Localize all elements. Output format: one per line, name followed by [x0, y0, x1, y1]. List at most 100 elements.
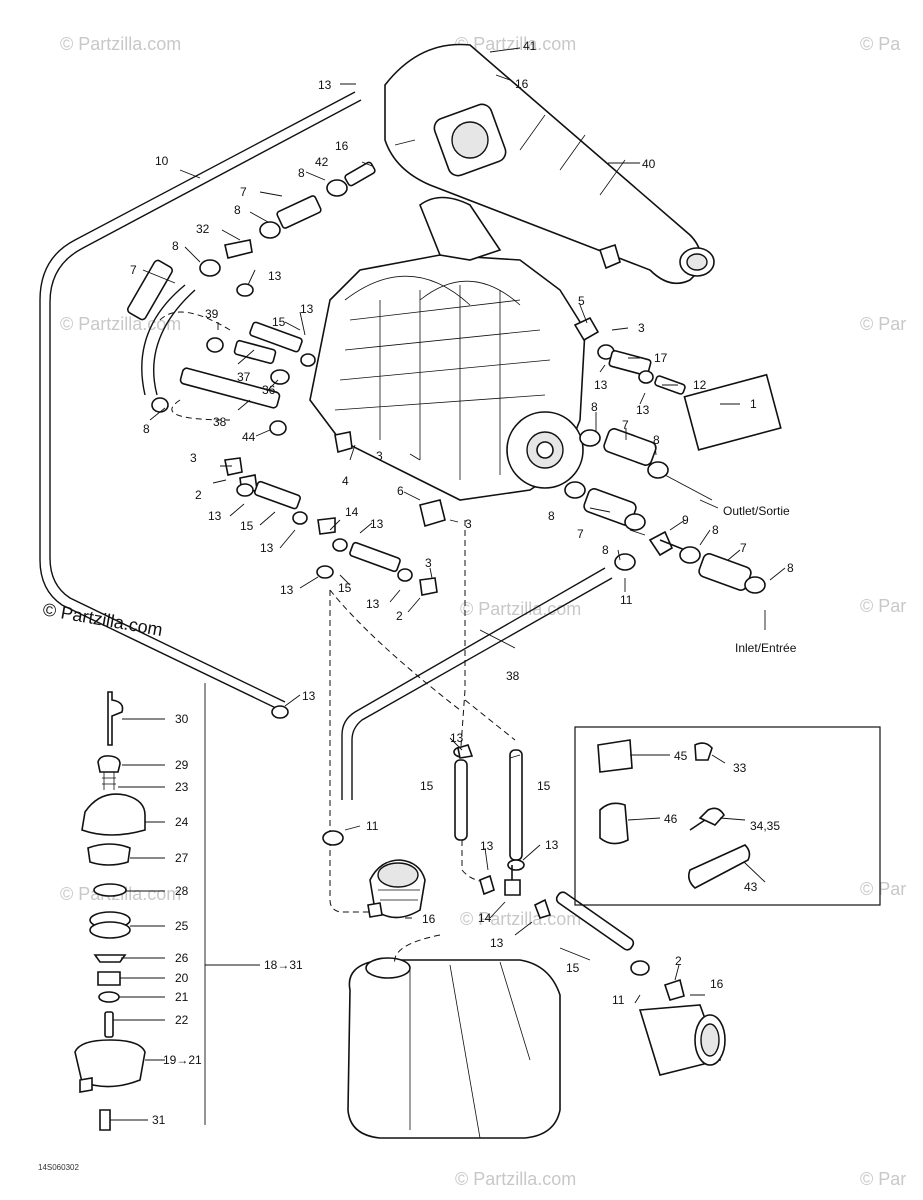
callout-39: 39: [205, 307, 219, 321]
callout-5: 5: [578, 294, 585, 308]
hardware-box: [574, 726, 881, 906]
callout-31: 31: [152, 1113, 166, 1127]
callout-4: 4: [342, 474, 349, 488]
callout-13: 13: [268, 269, 282, 283]
callout-45: 45: [674, 749, 688, 763]
callout-16: 16: [422, 912, 436, 926]
muffler: [384, 43, 715, 285]
watermark: © Partzilla.com: [60, 314, 181, 334]
callout-16: 16: [710, 977, 724, 991]
callout-8: 8: [143, 422, 150, 436]
callout-10: 10: [155, 154, 169, 168]
callout-34-35: 34,35: [750, 819, 780, 833]
callout-12: 12: [693, 378, 707, 392]
callout-3: 3: [190, 451, 197, 465]
watermark: © Partzilla.com: [455, 1169, 576, 1189]
callout-13: 13: [490, 936, 504, 950]
inlet-label: Inlet/Entrée: [735, 641, 797, 655]
callout-13: 13: [480, 839, 494, 853]
callout-13: 13: [260, 541, 274, 555]
watermark: © Par: [860, 879, 906, 899]
callout-15: 15: [566, 961, 580, 975]
callout-16: 16: [515, 77, 529, 91]
callout-11: 11: [366, 819, 379, 833]
callout-16: 16: [335, 139, 349, 153]
hose-38: [341, 567, 613, 800]
callout-8: 8: [653, 433, 660, 447]
callout-13: 13: [318, 78, 332, 92]
callout-3: 3: [425, 556, 432, 570]
callout-8: 8: [787, 561, 794, 575]
callout-14: 14: [345, 505, 359, 519]
callout-9: 9: [682, 513, 689, 527]
callout-46: 46: [664, 812, 678, 826]
callout-3: 3: [376, 449, 383, 463]
callout-7: 7: [577, 527, 584, 541]
callout-13: 13: [370, 517, 384, 531]
callout-15: 15: [240, 519, 254, 533]
callout-17: 17: [654, 351, 668, 365]
outlet-label: Outlet/Sortie: [723, 504, 790, 518]
watermark-layer: © Partzilla.com © Partzilla.com © Pa © P…: [60, 34, 906, 1189]
callout-13: 13: [636, 403, 650, 417]
callout-15: 15: [272, 315, 286, 329]
callout-14: 14: [478, 911, 492, 925]
callout-2: 2: [195, 488, 202, 502]
callout-8: 8: [712, 523, 719, 537]
watermark: © Partzilla.com: [455, 34, 576, 54]
callout-8: 8: [602, 543, 609, 557]
callout-26: 26: [175, 951, 189, 965]
callout-42: 42: [315, 155, 329, 169]
callout-44: 44: [242, 430, 256, 444]
upper-fittings: [127, 161, 376, 436]
callout-13: 13: [594, 378, 608, 392]
hose-10: [39, 91, 362, 711]
callout-8: 8: [548, 509, 555, 523]
callout-3: 3: [465, 517, 472, 531]
lower-hoses: [271, 705, 685, 1001]
callout-2: 2: [396, 609, 403, 623]
callouts: 41 16 13 10 16 42 40 8 7 8 32 8 13 7 13 …: [130, 39, 794, 1127]
callout-15: 15: [537, 779, 551, 793]
callout-28: 28: [175, 884, 189, 898]
callout-13: 13: [450, 731, 464, 745]
watermark: © Partzilla.com: [460, 599, 581, 619]
callout-8: 8: [298, 166, 305, 180]
fuel-pump: [367, 859, 426, 919]
callout-13: 13: [300, 302, 314, 316]
callout-30: 30: [175, 712, 189, 726]
watermark: © Par: [860, 596, 906, 616]
callout-22: 22: [175, 1013, 189, 1027]
callout-25: 25: [175, 919, 189, 933]
callout-21: 21: [175, 990, 189, 1004]
watermark: © Partzilla.com: [60, 34, 181, 54]
callout-15: 15: [338, 581, 352, 595]
callout-3: 3: [638, 321, 645, 335]
callout-32: 32: [196, 222, 210, 236]
callout-29: 29: [175, 758, 189, 772]
callout-7: 7: [240, 185, 247, 199]
callout-7: 7: [622, 418, 629, 432]
pump-exploded: [74, 683, 260, 1131]
callout-13: 13: [366, 597, 380, 611]
callout-8: 8: [234, 203, 241, 217]
callout-6: 6: [397, 484, 404, 498]
engine: [309, 196, 586, 501]
callout-41: 41: [523, 39, 537, 53]
callout-7: 7: [130, 263, 137, 277]
callout-18-31: 18→31: [264, 958, 303, 972]
callout-19-21: 19→21: [163, 1053, 202, 1067]
callout-15: 15: [420, 779, 434, 793]
callout-38: 38: [213, 415, 227, 429]
callout-11: 11: [620, 593, 633, 607]
callout-40: 40: [642, 157, 656, 171]
callout-13: 13: [208, 509, 222, 523]
callout-13: 13: [302, 689, 316, 703]
watermark: © Par: [860, 1169, 906, 1189]
callout-2: 2: [675, 954, 682, 968]
watermark: © Partzilla.com: [460, 909, 581, 929]
callout-13: 13: [280, 583, 294, 597]
callout-1: 1: [750, 397, 757, 411]
callout-38: 38: [506, 669, 520, 683]
callout-36: 36: [262, 383, 276, 397]
